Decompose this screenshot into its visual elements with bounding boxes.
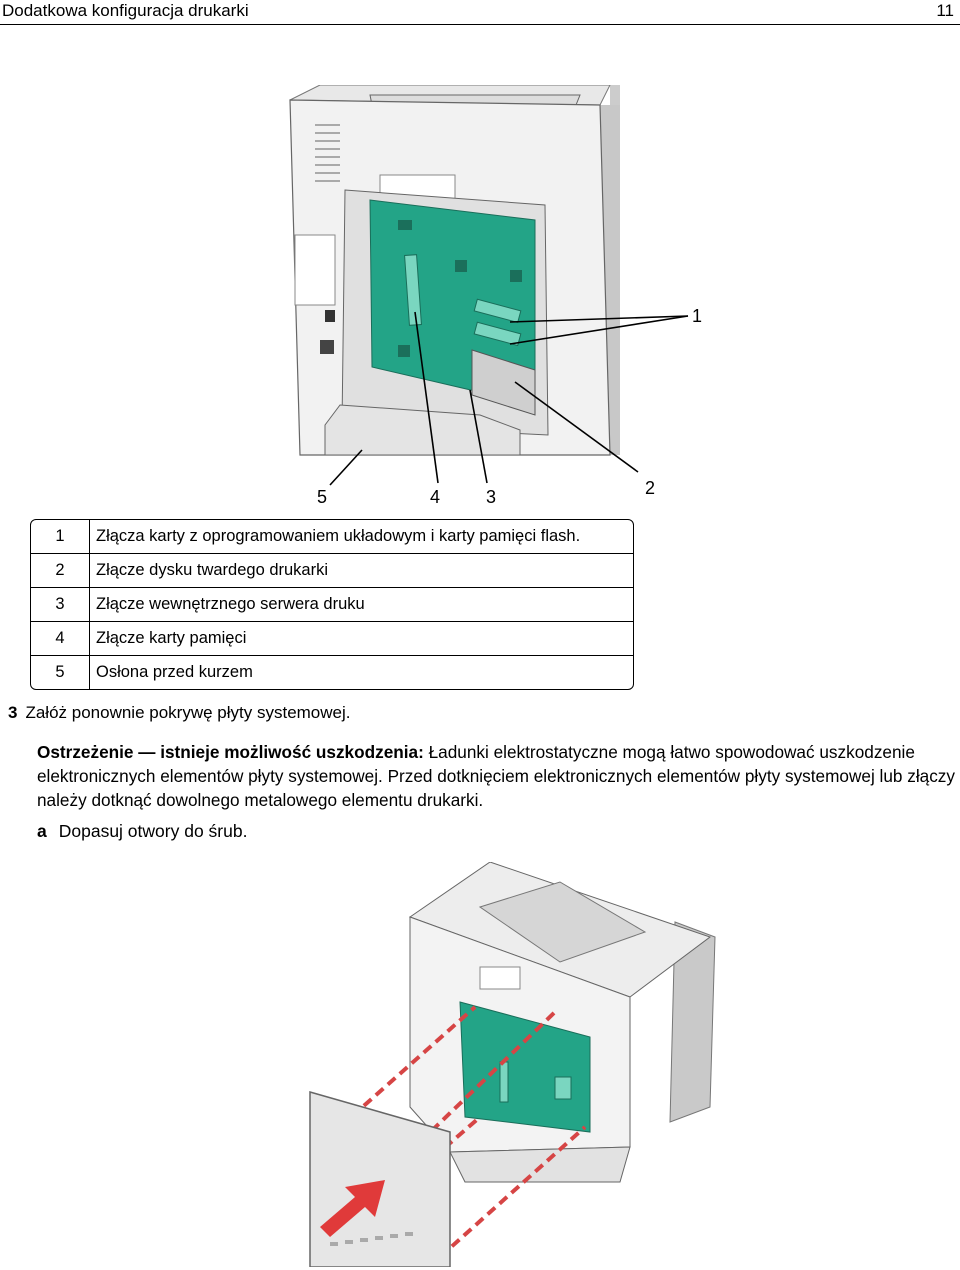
callout-2: 2 <box>645 478 656 498</box>
table-row: 5 Osłona przed kurzem <box>31 656 633 689</box>
warning-label: Ostrzeżenie — istnieje możliwość uszkodz… <box>37 742 424 762</box>
legend-number: 4 <box>31 622 90 656</box>
legend-number: 3 <box>31 588 90 622</box>
step-text: Załóż ponownie pokrywę płyty systemowej. <box>25 703 351 722</box>
table-row: 1 Złącza karty z oprogramowaniem układow… <box>31 520 633 554</box>
legend-text: Złącze karty pamięci <box>90 622 633 656</box>
table-row: 4 Złącze karty pamięci <box>31 622 633 656</box>
callout-leader-lines <box>329 311 689 486</box>
step-3: 3 Załóż ponownie pokrywę płyty systemowej… <box>8 703 351 723</box>
callout-3: 3 <box>486 487 497 507</box>
callout-legend-table: 1 Złącza karty z oprogramowaniem układow… <box>30 519 634 690</box>
cover-install-illustration <box>309 862 716 1267</box>
legend-number: 5 <box>31 656 90 689</box>
printer-board-illustration <box>289 85 620 456</box>
legend-number: 2 <box>31 554 90 588</box>
substep-text: Dopasuj otwory do śrub. <box>58 821 248 841</box>
legend-text: Złącza karty z oprogramowaniem układowym… <box>90 520 633 554</box>
step-number: 3 <box>8 703 18 722</box>
legend-text: Złącze dysku twardego drukarki <box>90 554 633 588</box>
page-header: Dodatkowa konfiguracja drukarki 11 <box>0 0 960 25</box>
legend-text: Złącze wewnętrznego serwera druku <box>90 588 633 622</box>
substep-a: a Dopasuj otwory do śrub. <box>37 821 247 842</box>
substep-letter: a <box>37 821 47 841</box>
callout-1: 1 <box>692 306 703 326</box>
callout-5: 5 <box>317 487 328 507</box>
table-row: 2 Złącze dysku twardego drukarki <box>31 554 633 588</box>
warning-paragraph: Ostrzeżenie — istnieje możliwość uszkodz… <box>37 740 957 812</box>
legend-number: 1 <box>31 520 90 554</box>
section-title: Dodatkowa konfiguracja drukarki <box>2 1 249 20</box>
warning-text: Ładunki elektrostatyczne mogą łatwo spow… <box>37 742 955 810</box>
callout-4: 4 <box>430 487 441 507</box>
legend-text: Osłona przed kurzem <box>96 663 253 681</box>
page-number: 11 <box>936 1 954 20</box>
table-row: 3 Złącze wewnętrznego serwera druku <box>31 588 633 622</box>
